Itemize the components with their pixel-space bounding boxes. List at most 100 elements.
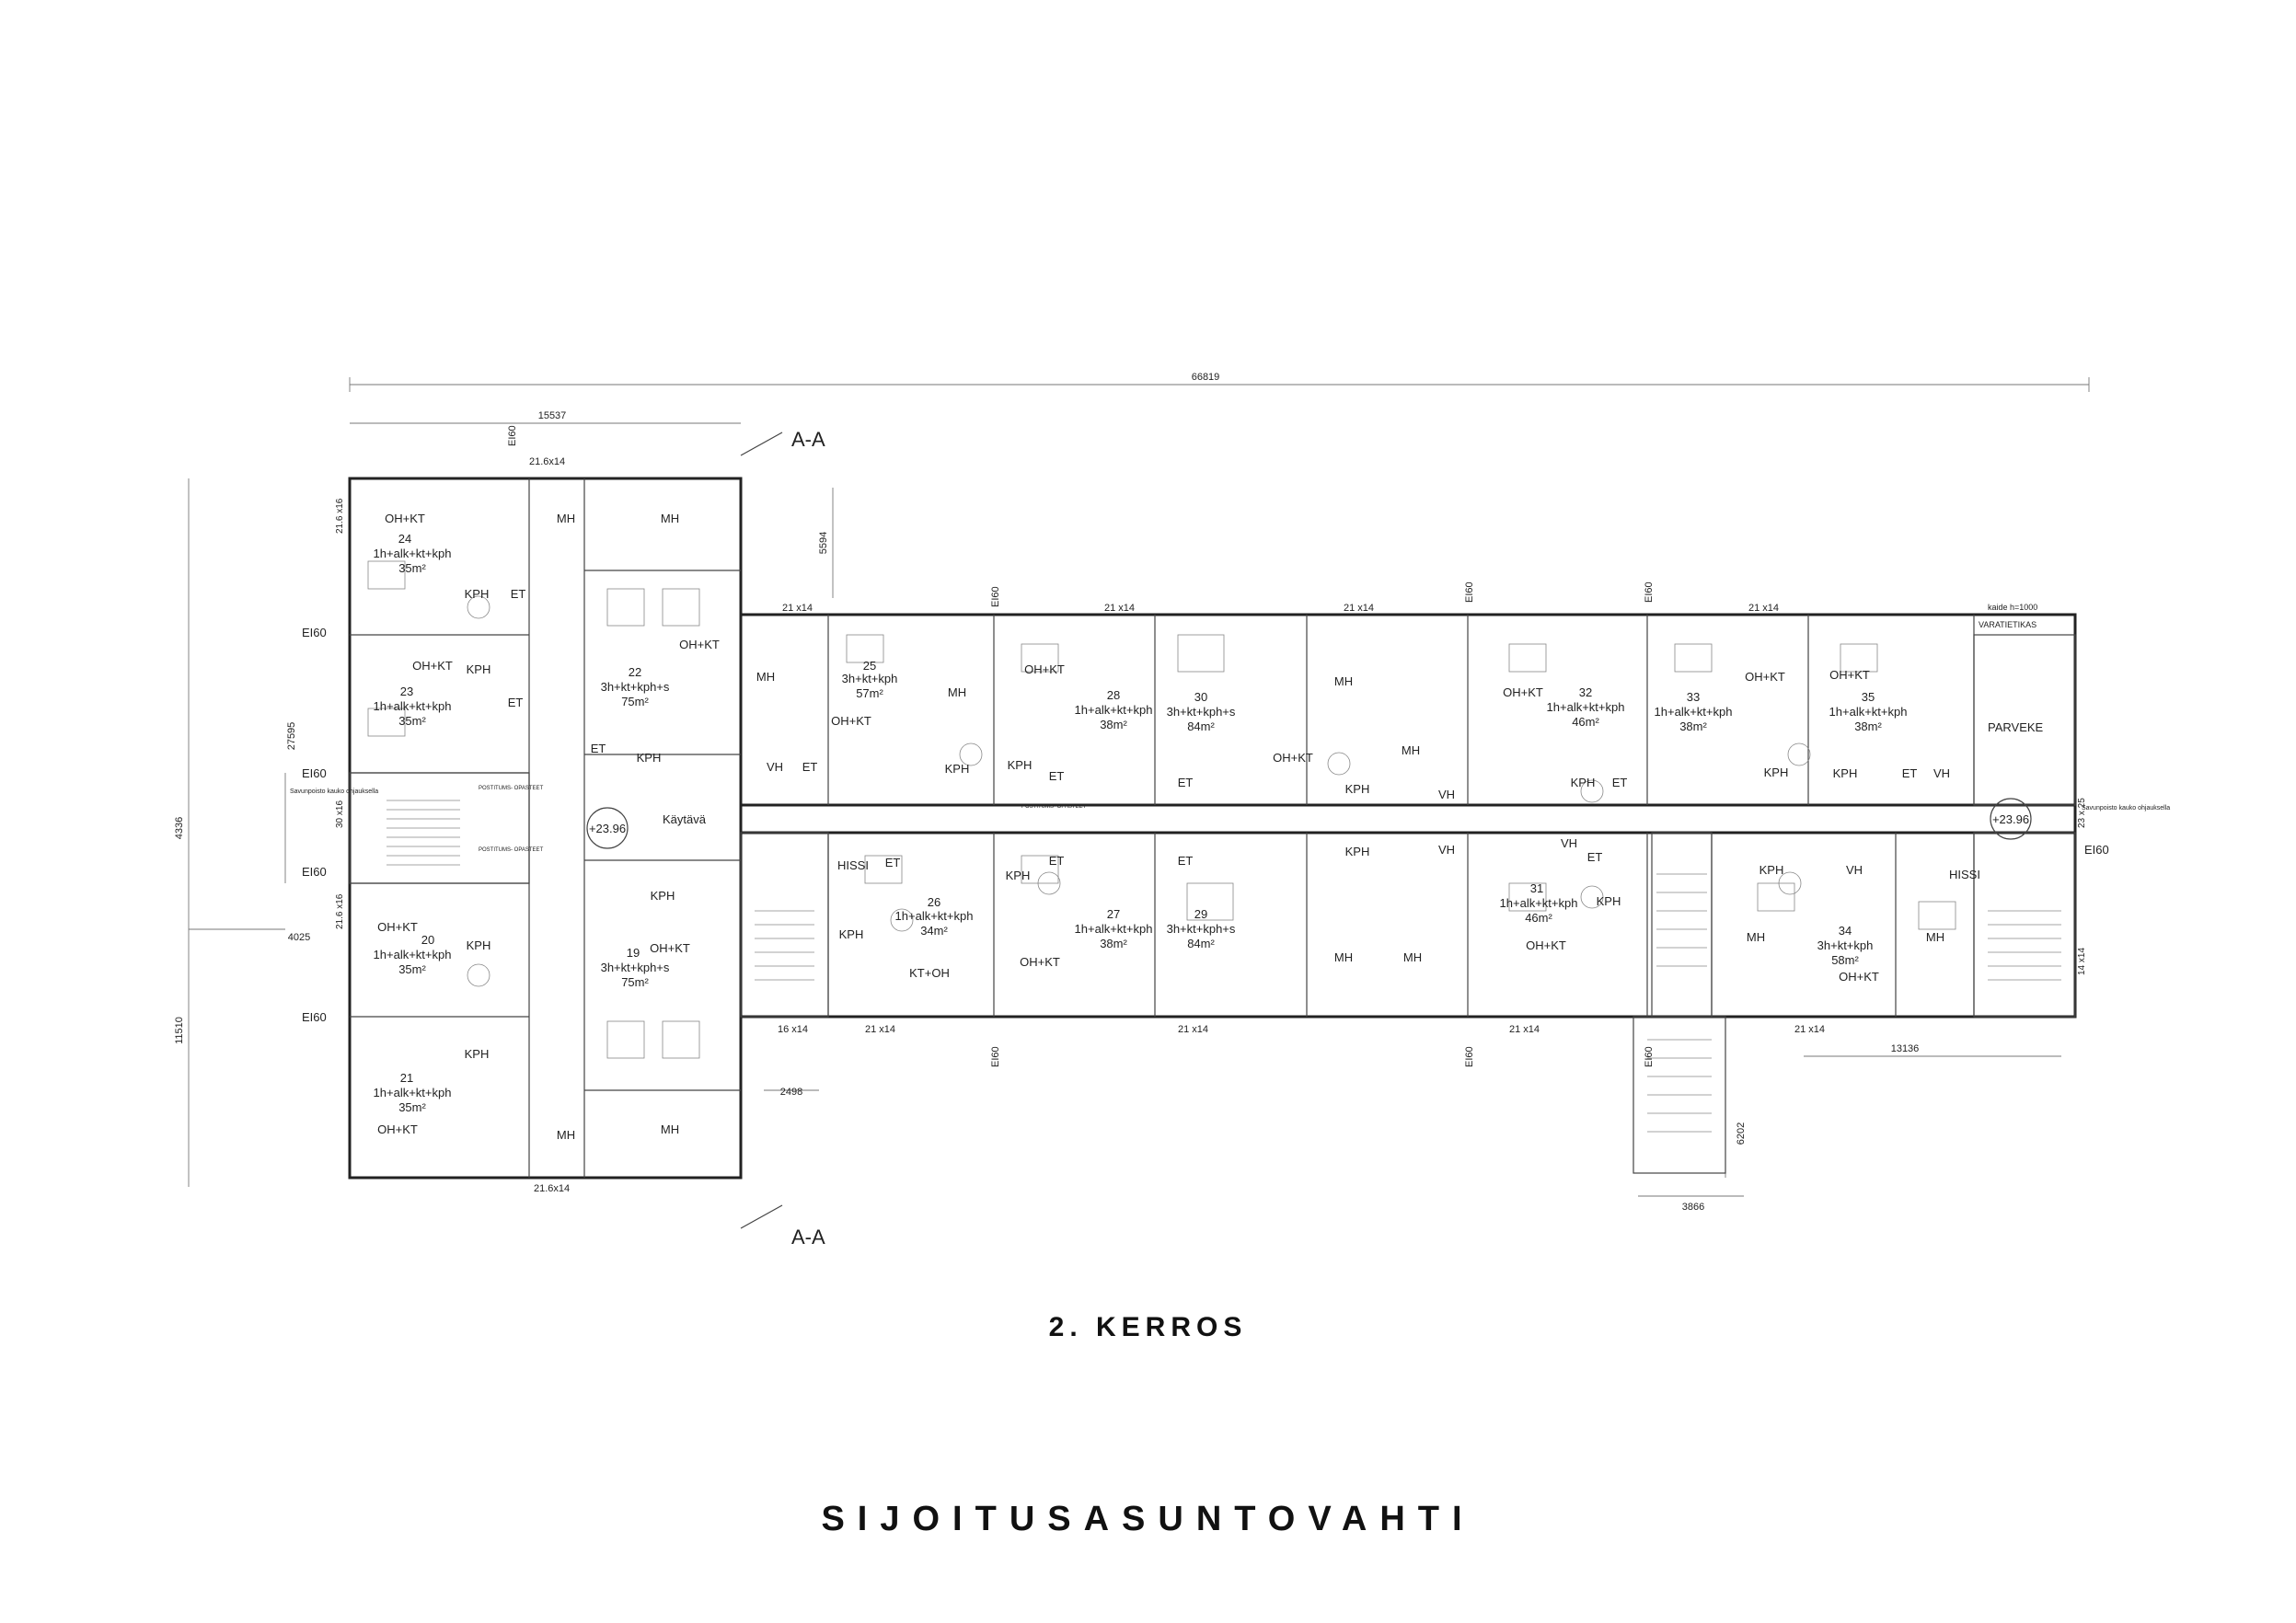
window-mark: 21 x14	[1104, 603, 1135, 614]
window-mark: 21.6 x16	[335, 498, 345, 534]
room-label: ET	[1612, 776, 1628, 789]
apartment-33: OH+KT 33 1h+alk+kt+kph 38m² KPH	[1655, 670, 1789, 779]
apartment-number: 27	[1107, 907, 1120, 921]
window-mark: 14 x14	[2077, 948, 2087, 975]
apartment-32: OH+KT 32 1h+alk+kt+kph 46m² KPH ET	[1503, 685, 1627, 789]
apartment-35: OH+KT 35 1h+alk+kt+kph 38m² KPH ET VH	[1829, 668, 1951, 780]
apartment-area: 57m²	[856, 686, 883, 700]
room-label: KPH	[1345, 782, 1370, 796]
room-label: OH+KT	[1020, 955, 1060, 969]
room-label: MH	[756, 670, 775, 684]
apartment-28: OH+KT 28 1h+alk+kt+kph 38m² KPH ET	[1008, 662, 1153, 783]
dimension-lines: 66819 15537 13136 27595 4336 4025 11510 …	[174, 372, 2090, 1213]
room-label: OH+KT	[650, 941, 690, 955]
dim-4336: 4336	[174, 817, 185, 839]
window-marks: 21.6x14 21.6x14 21 x14 21 x14 21 x14 21 …	[335, 456, 2087, 1194]
room-label: ET	[1178, 776, 1194, 789]
brand-title: SIJOITUSASUNTOVAHTI	[821, 1500, 1475, 1538]
apartment-area: 35m²	[398, 1100, 426, 1114]
room-label: OH+KT	[831, 714, 871, 728]
room-label: OH+KT	[1526, 938, 1566, 952]
window-mark: 21 x14	[1344, 603, 1374, 614]
level-right: +23.96	[1992, 812, 2029, 826]
apartment-area: 38m²	[1100, 937, 1127, 950]
room-label: OH+KT	[679, 638, 720, 651]
apartment-type: 3h+kt+kph+s	[601, 961, 670, 974]
apartment-31: VH ET 31 1h+alk+kt+kph 46m² KPH OH+KT	[1500, 836, 1621, 952]
apartment-number: 22	[629, 665, 641, 679]
window-mark: 21.6x14	[529, 456, 565, 467]
room-label: OH+KT	[1273, 751, 1313, 765]
general-labels: Käytävä HISSI HISSI PARVEKE VARATIETIKAS…	[290, 603, 2170, 881]
room-label: MH	[557, 512, 575, 525]
dim-right-wing: 13136	[1891, 1043, 1920, 1054]
room-label: ET	[1587, 850, 1603, 864]
apartment-number: 33	[1687, 690, 1700, 704]
window-mark: 21 x14	[782, 603, 813, 614]
room-label: KPH	[1006, 869, 1031, 882]
window-mark: 21 x14	[865, 1024, 895, 1035]
apartment-area: 35m²	[398, 962, 426, 976]
room-label: OH+KT	[377, 1122, 418, 1136]
apartment-area: 75m²	[621, 695, 649, 708]
apartment-type: 1h+alk+kt+kph	[1655, 705, 1733, 719]
room-label: VH	[767, 760, 783, 774]
smoke-note-right: Savunpoisto kauko ohjauksella	[2082, 805, 2170, 812]
apartment-number: 24	[398, 532, 411, 546]
corridor-label: Käytävä	[663, 812, 707, 826]
room-label: KPH	[1833, 766, 1858, 780]
window-mark: 21 x14	[1794, 1024, 1825, 1035]
room-label: MH	[1403, 950, 1422, 964]
level-markers: +23.96 +23.96	[586, 798, 2032, 849]
room-label: OH+KT	[1745, 670, 1785, 684]
dim-4025: 4025	[288, 932, 310, 943]
apartment-number: 28	[1107, 688, 1120, 702]
apartment-type: 1h+alk+kt+kph	[374, 699, 452, 713]
room-label: KPH	[1764, 765, 1789, 779]
dim-5594: 5594	[818, 532, 829, 554]
room-label: MH	[1747, 930, 1765, 944]
apartment-number: 34	[1839, 924, 1852, 938]
room-label: OH+KT	[1839, 970, 1879, 984]
window-mark: 21 x14	[1748, 603, 1779, 614]
section-mark-top: A-A	[791, 428, 825, 451]
fire-mark: EI60	[302, 766, 327, 780]
apartment-area: 75m²	[621, 975, 649, 989]
window-mark: 21 x14	[1509, 1024, 1540, 1035]
apartment-number: 31	[1530, 881, 1543, 895]
dim-overall: 66819	[1192, 372, 1220, 383]
fire-mark: EI60	[1644, 1046, 1655, 1067]
room-label: MH	[1334, 950, 1353, 964]
mail-label-3: POSTITUMS- OPASTEET	[1021, 804, 1087, 810]
room-label: ET	[885, 856, 901, 869]
room-label: VH	[1438, 788, 1455, 801]
room-label: MH	[1402, 743, 1420, 757]
apartment-type: 3h+kt+kph+s	[601, 680, 670, 694]
dim-6202: 6202	[1736, 1122, 1747, 1145]
room-label: OH+KT	[1829, 668, 1870, 682]
fire-mark: EI60	[302, 865, 327, 879]
elevator-label-left: HISSI	[837, 858, 869, 872]
floor-title: 2. KERROS	[1048, 1312, 1248, 1342]
room-label: VH	[1438, 843, 1455, 857]
apartment-area: 38m²	[1854, 719, 1882, 733]
mail-label-1: POSTITUMS- OPASTEET	[479, 786, 544, 791]
room-label: KPH	[1571, 776, 1596, 789]
apartment-27: KPH ET 27 1h+alk+kt+kph 38m² OH+KT	[1006, 854, 1153, 969]
room-label: VH	[1561, 836, 1577, 850]
room-label: OH+KT	[412, 659, 453, 673]
apartment-24: OH+KT 24 1h+alk+kt+kph 35m² KPH ET MH MH	[374, 512, 680, 601]
room-label: KT+OH	[909, 966, 950, 980]
apartment-number: 23	[400, 685, 413, 698]
apartment-area: 38m²	[1100, 718, 1127, 731]
room-label: KPH	[945, 762, 970, 776]
dim-left-wing: 15537	[538, 410, 567, 421]
railing-label: kaide h=1000	[1988, 603, 2037, 612]
room-label: MH	[661, 512, 679, 525]
apartment-number: 20	[421, 933, 434, 947]
dim-3866: 3866	[1682, 1202, 1704, 1213]
section-mark-bottom: A-A	[791, 1226, 825, 1249]
mail-label-2: POSTITUMS- OPASTEET	[479, 847, 544, 853]
apartment-type: 1h+alk+kt+kph	[1075, 703, 1153, 717]
apartment-number: 21	[400, 1071, 413, 1085]
